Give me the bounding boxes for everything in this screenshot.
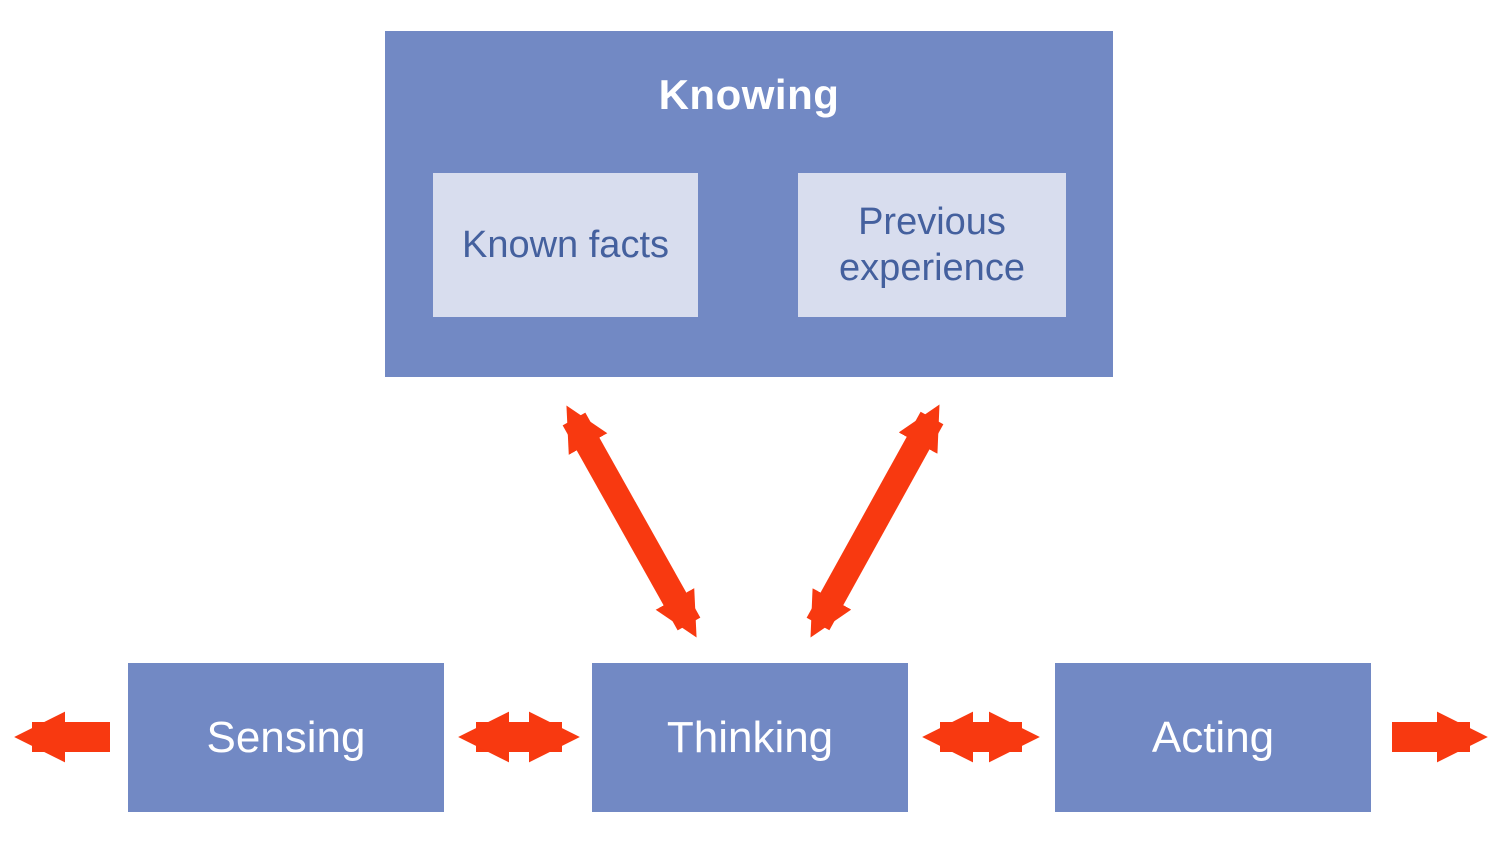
sensing-box: Sensing [128, 663, 444, 812]
known-facts-box: Known facts [433, 173, 698, 317]
arrow-thinking-known-facts-icon [562, 405, 701, 638]
thinking-label: Thinking [666, 712, 834, 762]
acting-box: Acting [1055, 663, 1371, 812]
previous-experience-box: Previous experience [798, 173, 1066, 317]
knowing-box: Knowing Known facts Previous experience [385, 31, 1113, 377]
sensing-label: Sensing [206, 712, 366, 762]
knowing-title: Knowing [658, 71, 840, 118]
previous-experience-label: Previous experience [839, 200, 1025, 289]
known-facts-label: Known facts [462, 223, 669, 266]
acting-label: Acting [1151, 712, 1275, 762]
thinking-box: Thinking [592, 663, 908, 812]
arrow-thinking-previous-experience-icon [806, 404, 944, 638]
